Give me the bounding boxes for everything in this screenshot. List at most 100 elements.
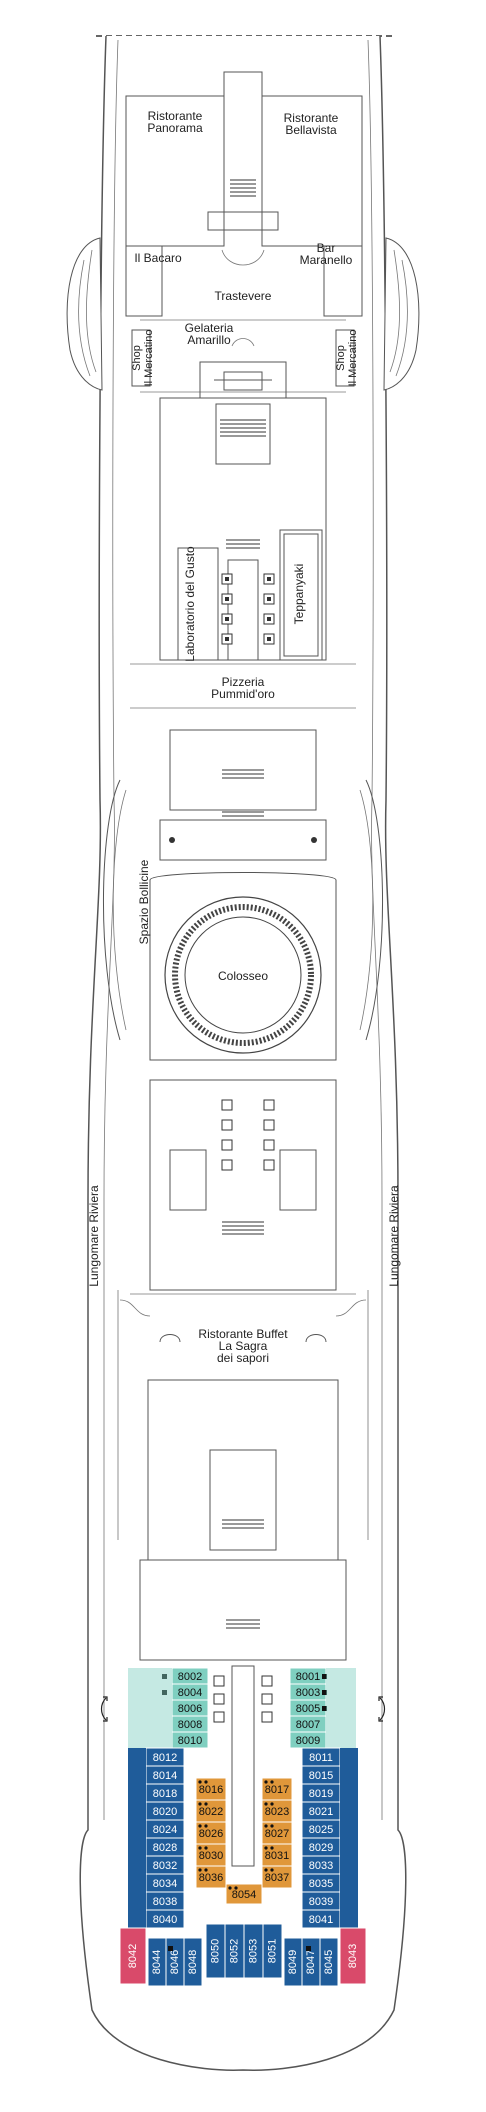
cabin-8044[interactable]: 8044 (147, 1937, 167, 1987)
cabin-8005[interactable]: 8005 (289, 1699, 327, 1717)
cabin-8035[interactable]: 8035 (301, 1873, 341, 1893)
cabin-number: 8023 (265, 1806, 289, 1818)
cabin-8020[interactable]: 8020 (145, 1801, 185, 1821)
cabin-number: 8044 (151, 1950, 163, 1974)
cabin-8015[interactable]: 8015 (301, 1765, 341, 1785)
lungomare-left-label: Lungomare Riviera (87, 1185, 101, 1287)
cabin-8011[interactable]: 8011 (301, 1747, 341, 1767)
cabin-8038[interactable]: 8038 (145, 1891, 185, 1911)
cabin-box[interactable] (319, 1937, 339, 1987)
cabin-8031[interactable]: 8031 (261, 1843, 293, 1867)
cabin-8033[interactable]: 8033 (301, 1855, 341, 1875)
cabin-number: 8029 (309, 1842, 333, 1854)
cabin-box[interactable] (171, 1731, 209, 1749)
label-line: Il Mercatino (143, 330, 155, 387)
cabin-8001[interactable]: 8001 (289, 1667, 327, 1685)
cabin-8019[interactable]: 8019 (301, 1783, 341, 1803)
cabin-number: 8016 (199, 1784, 223, 1796)
cabin-8014[interactable]: 8014 (145, 1765, 185, 1785)
port-arrow-icon (100, 1696, 108, 1722)
cabin-8054[interactable]: 8054 (225, 1883, 263, 1905)
cabin-8049[interactable]: 8049 (283, 1937, 303, 1987)
cabin-8051[interactable]: 8051 (262, 1923, 283, 1979)
cabin-8017[interactable]: 8017 (261, 1777, 293, 1801)
cabin-8046[interactable]: 8046 (165, 1937, 185, 1987)
cabin-8009[interactable]: 8009 (289, 1731, 327, 1749)
connecting-dot-icon (204, 1868, 208, 1872)
cabin-box[interactable] (183, 1937, 203, 1987)
cabin-box[interactable] (195, 1865, 227, 1889)
cabin-8016[interactable]: 8016 (195, 1777, 227, 1801)
cabin-8048[interactable]: 8048 (183, 1937, 203, 1987)
cabin-box[interactable] (262, 1923, 283, 1979)
cabin-8053[interactable]: 8053 (243, 1923, 264, 1979)
label-line: Shop (131, 345, 143, 371)
cabin-8028[interactable]: 8028 (145, 1837, 185, 1857)
connecting-dot-icon (264, 1780, 268, 1784)
connecting-dot-icon (204, 1780, 208, 1784)
cabin-8021[interactable]: 8021 (301, 1801, 341, 1821)
balcony-area (326, 1668, 356, 1748)
forward-central-block (159, 397, 327, 661)
cabin-8042[interactable]: 8042 (119, 1927, 147, 1985)
cabin-8026[interactable]: 8026 (195, 1821, 227, 1845)
cabin-8032[interactable]: 8032 (145, 1855, 185, 1875)
cabin-box[interactable] (339, 1927, 367, 1985)
label-line: Bar (317, 241, 336, 255)
cabin-8025[interactable]: 8025 (301, 1819, 341, 1839)
connecting-dot-icon (204, 1846, 208, 1850)
gusto-room (177, 547, 219, 661)
cabin-number: 8027 (265, 1828, 289, 1840)
cabin-8004[interactable]: 8004 (162, 1683, 209, 1701)
cabin-number: 8006 (178, 1703, 202, 1715)
cabin-8037[interactable]: 8037 (261, 1865, 293, 1889)
cabin-8002[interactable]: 8002 (162, 1667, 209, 1685)
connecting-dot-icon (204, 1802, 208, 1806)
cabin-number: 8046 (169, 1950, 181, 1974)
label-line: Pummid'oro (211, 687, 275, 701)
cabin-8036[interactable]: 8036 (195, 1865, 227, 1889)
label-line: Il Mercatino (347, 330, 359, 387)
cabin-8039[interactable]: 8039 (301, 1891, 341, 1911)
cabin-8040[interactable]: 8040 (145, 1909, 185, 1929)
cabin-8041[interactable]: 8041 (301, 1909, 341, 1929)
cabin-8007[interactable]: 8007 (289, 1715, 327, 1733)
connecting-dot-icon (264, 1802, 268, 1806)
cabin-number: 8042 (127, 1944, 139, 1968)
shop-left-label: ShopIl Mercatino (131, 330, 155, 387)
cabin-8018[interactable]: 8018 (145, 1783, 185, 1803)
cabin-8022[interactable]: 8022 (195, 1799, 227, 1823)
cabin-number: 8040 (153, 1914, 177, 1926)
cabin-8024[interactable]: 8024 (145, 1819, 185, 1839)
label-line: dei sapori (217, 1351, 269, 1365)
cabin-8030[interactable]: 8030 (195, 1843, 227, 1867)
cabin-number: 8034 (153, 1878, 177, 1890)
cabin-8052[interactable]: 8052 (224, 1923, 245, 1979)
cabin-8047[interactable]: 8047 (301, 1937, 321, 1987)
cabin-8029[interactable]: 8029 (301, 1837, 341, 1857)
forward-stairs (215, 403, 271, 465)
cabin-number: 8004 (178, 1687, 202, 1699)
cabin-8003[interactable]: 8003 (289, 1683, 327, 1701)
cabin-8008[interactable]: 8008 (171, 1715, 209, 1733)
cabin-number: 8021 (309, 1806, 333, 1818)
cabin-number: 8026 (199, 1828, 223, 1840)
cabin-8045[interactable]: 8045 (319, 1937, 339, 1987)
cabin-8010[interactable]: 8010 (171, 1731, 209, 1749)
cabin-8012[interactable]: 8012 (145, 1747, 185, 1767)
cabin-box[interactable] (261, 1865, 293, 1889)
cabin-box[interactable] (119, 1927, 147, 1985)
cabin-8034[interactable]: 8034 (145, 1873, 185, 1893)
cabin-number: 8045 (323, 1950, 335, 1974)
cabin-8050[interactable]: 8050 (205, 1923, 226, 1979)
balcony-area (128, 1668, 172, 1748)
cabin-8043[interactable]: 8043 (339, 1927, 367, 1985)
starboard-bow-wing (383, 237, 420, 391)
cabin-8006[interactable]: 8006 (171, 1699, 209, 1717)
shop-right-box (335, 329, 355, 387)
cabin-8027[interactable]: 8027 (261, 1821, 293, 1845)
cabin-8023[interactable]: 8023 (261, 1799, 293, 1823)
